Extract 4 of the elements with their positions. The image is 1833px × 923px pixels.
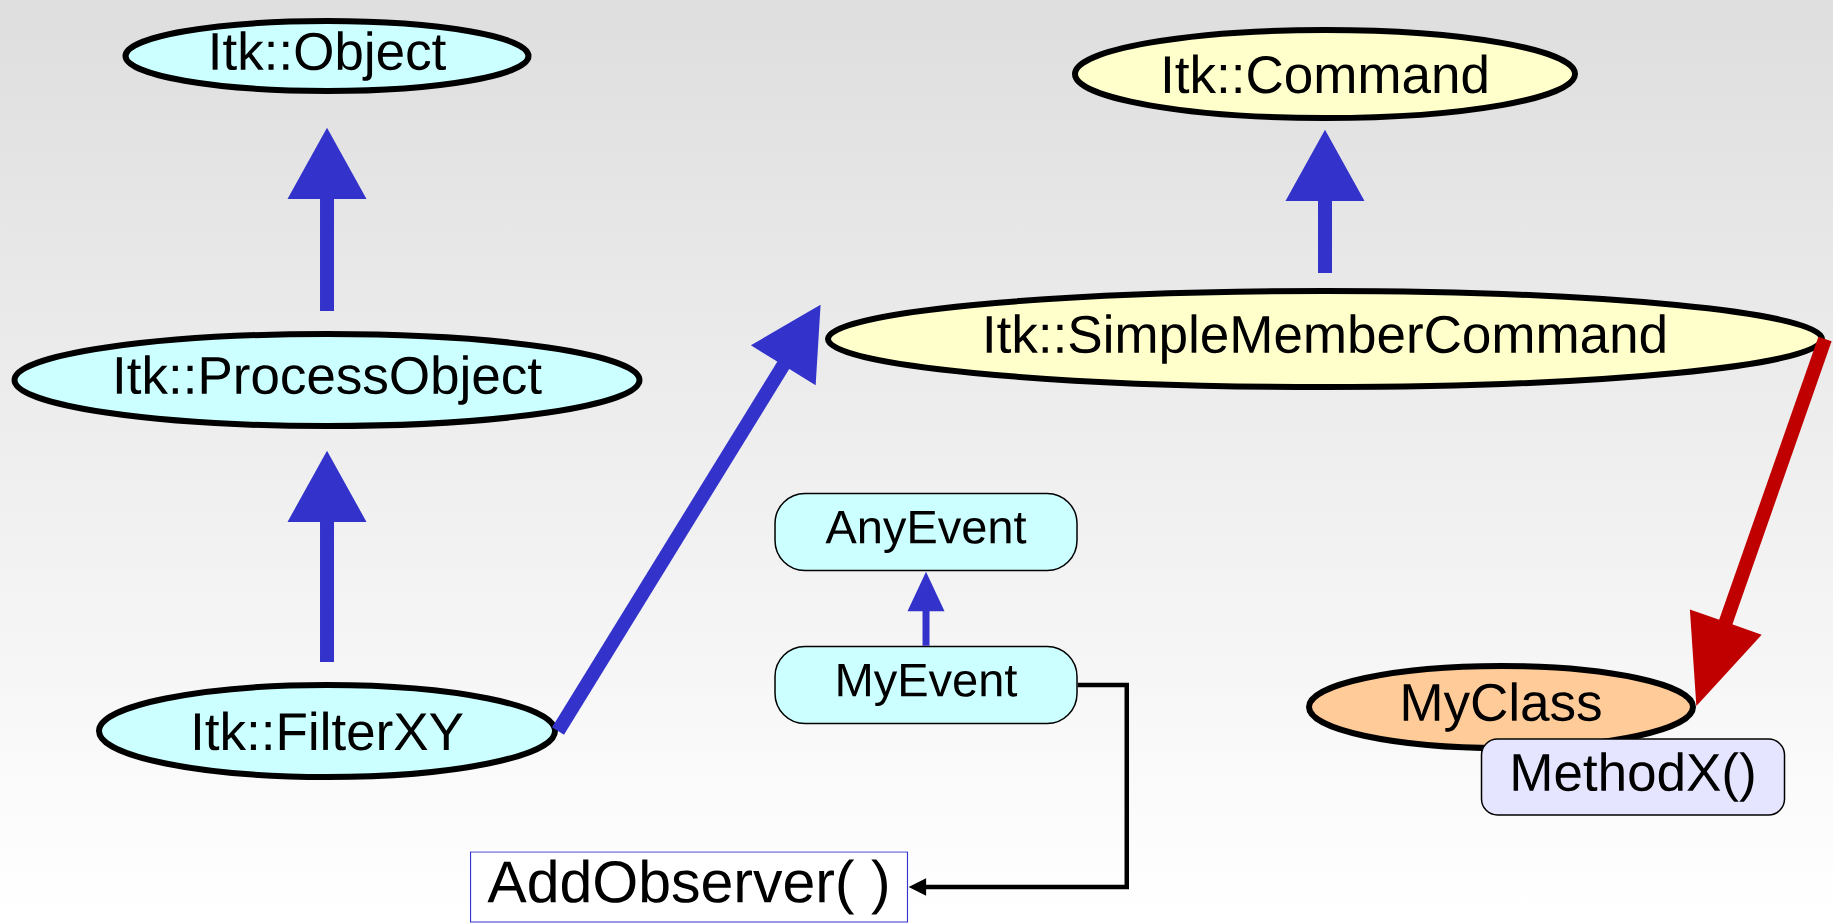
- function-call-box: AddObserver( ): [469, 851, 909, 923]
- event-box: MyEvent: [774, 645, 1078, 725]
- event-box: AnyEvent: [774, 492, 1078, 572]
- method-box: MethodX(): [1480, 738, 1786, 816]
